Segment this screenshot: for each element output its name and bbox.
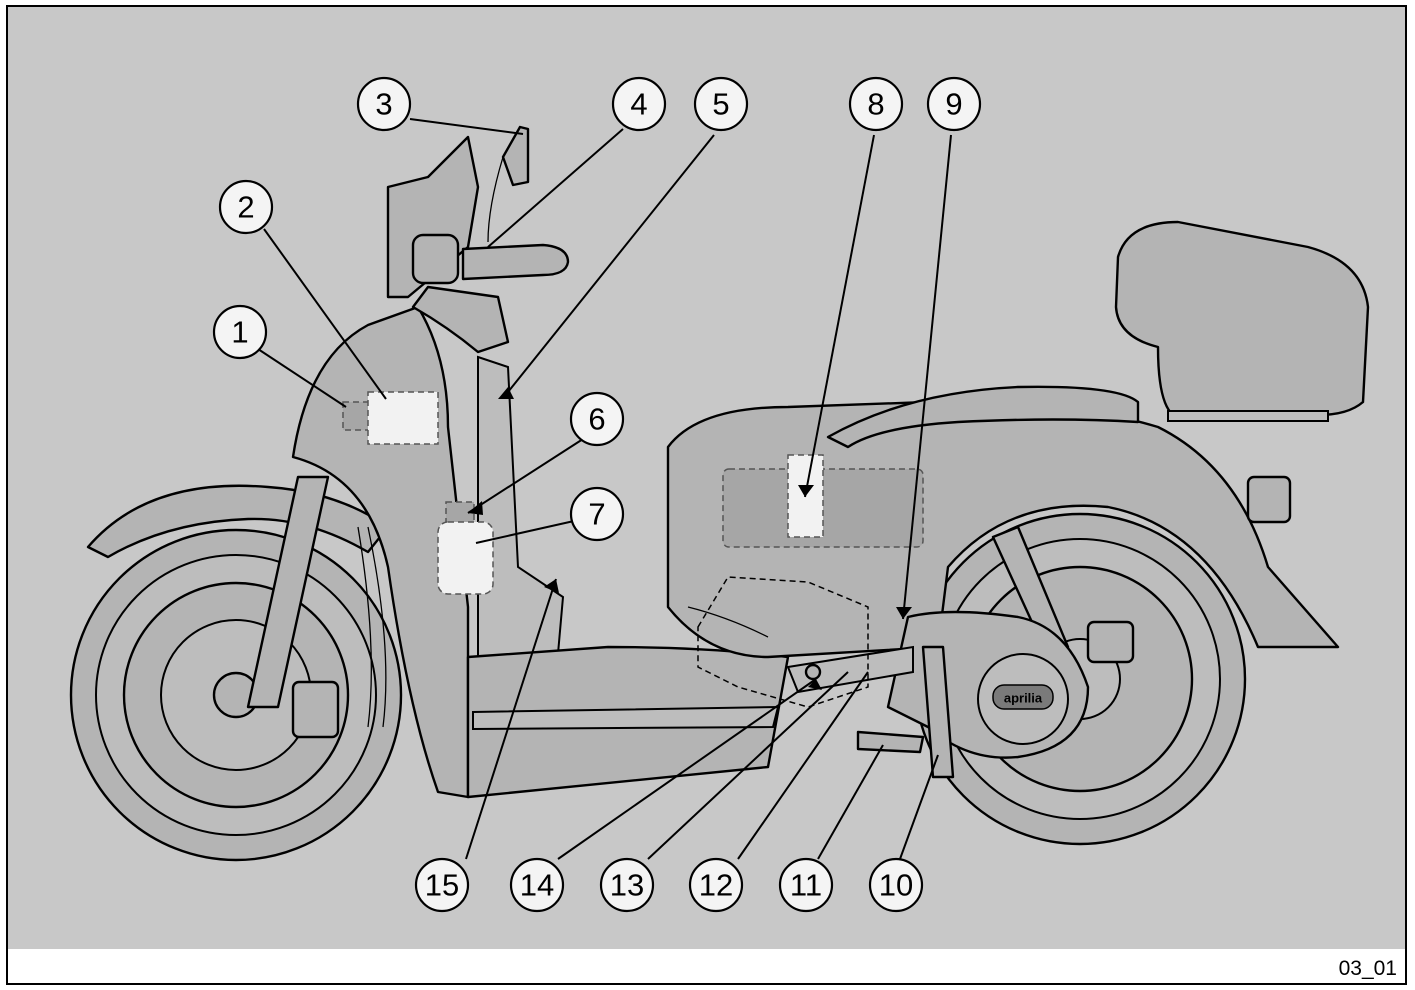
front-wheel <box>69 528 403 862</box>
callout-6: 6 <box>569 391 625 447</box>
svg-text:4: 4 <box>630 87 647 122</box>
front-brake-caliper <box>291 680 340 739</box>
hidden-component-7 <box>437 521 494 595</box>
rear-brake-caliper <box>1086 620 1135 664</box>
svg-text:2: 2 <box>237 190 254 225</box>
svg-text:3: 3 <box>375 87 392 122</box>
brand-badge: aprilia <box>1004 691 1043 706</box>
front-fork <box>246 475 330 709</box>
floor-trim <box>472 705 780 731</box>
callout-10: 10 <box>868 857 924 913</box>
callout-14: 14 <box>509 857 565 913</box>
scooter-diagram: aprilia <box>8 7 1405 949</box>
svg-text:9: 9 <box>945 87 962 122</box>
handlebar-grip <box>411 233 460 285</box>
callout-8: 8 <box>848 76 904 132</box>
callout-15: 15 <box>414 857 470 913</box>
leader-lines <box>257 118 952 860</box>
rear-view-mirror <box>501 125 530 187</box>
callout-5: 5 <box>693 76 749 132</box>
fuel-filler-cap <box>804 663 822 681</box>
hidden-component-2 <box>367 391 439 445</box>
callout-4: 4 <box>611 76 667 132</box>
svg-text:5: 5 <box>712 87 729 122</box>
svg-text:8: 8 <box>867 87 884 122</box>
callout-12: 12 <box>688 857 744 913</box>
control-cables <box>357 526 769 728</box>
side-stand <box>856 730 925 754</box>
figure-code: 03_01 <box>1338 957 1397 980</box>
callout-1: 1 <box>212 304 268 360</box>
hidden-engine-area <box>697 576 869 708</box>
svg-text:15: 15 <box>425 868 459 903</box>
brand-badge-plate <box>992 684 1054 710</box>
svg-text:6: 6 <box>588 402 605 437</box>
handlebar <box>461 243 570 281</box>
luggage-rack <box>1167 410 1329 422</box>
figure-frame: aprilia <box>6 5 1407 985</box>
callout-9: 9 <box>926 76 982 132</box>
svg-text:14: 14 <box>520 868 554 903</box>
centre-stand <box>921 645 955 779</box>
leader-arrowheads <box>468 387 912 690</box>
svg-text:1: 1 <box>231 315 248 350</box>
svg-text:11: 11 <box>790 868 822 903</box>
callout-7: 7 <box>569 486 625 542</box>
callout-11: 11 <box>778 857 834 913</box>
rear-light <box>1246 475 1292 524</box>
svg-text:7: 7 <box>588 497 605 532</box>
callout-2: 2 <box>218 179 274 235</box>
svg-text:12: 12 <box>699 868 733 903</box>
callout-13: 13 <box>599 857 655 913</box>
top-case <box>1114 220 1370 417</box>
svg-text:13: 13 <box>610 868 644 903</box>
scooter-illustration: aprilia <box>69 76 1370 913</box>
svg-text:10: 10 <box>879 868 913 903</box>
inspection-cover <box>786 645 914 694</box>
steering-column <box>411 285 510 354</box>
callout-3: 3 <box>356 76 412 132</box>
